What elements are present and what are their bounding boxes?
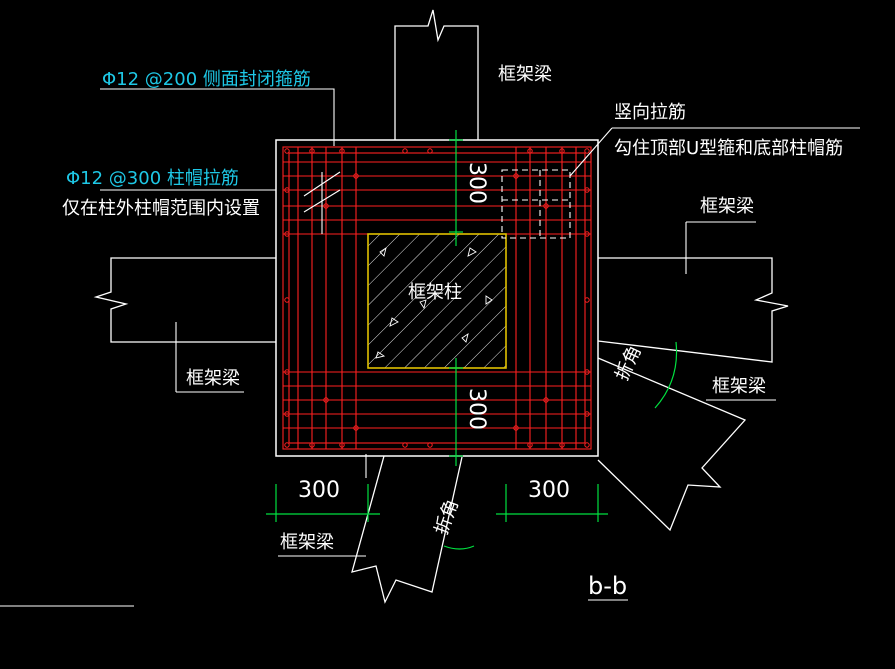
label-vertical-tie: 竖向拉筋: [614, 102, 686, 123]
label-dim-left: 300: [298, 478, 340, 503]
outer-stirrup: [282, 146, 592, 450]
leader-lines: [0, 88, 860, 607]
top-beam: [394, 9, 479, 140]
column-cap-outline: [275, 139, 599, 457]
label-vertical-tie-note: 勾住顶部U型箍和底部柱帽筋: [614, 138, 843, 159]
beam-lines: [93, 9, 789, 604]
label-dim-bottom-mid: 300: [464, 388, 489, 430]
vertical-tie-detail: [501, 169, 571, 239]
label-dim-right: 300: [528, 478, 570, 503]
dimension-lines: [266, 130, 678, 550]
fold-angle-arc-bottom: [443, 545, 475, 550]
label-beam-lower-right: 框架梁: [712, 376, 766, 397]
label-dim-top: 300: [464, 162, 489, 204]
label-cap-tie-note: 仅在柱外柱帽范围内设置: [62, 198, 260, 219]
label-column: 框架柱: [408, 282, 462, 303]
bottom-beam: [351, 455, 463, 604]
fold-angle-arc-right: [654, 341, 678, 409]
column-section: [367, 233, 507, 369]
right-beam: [597, 257, 789, 363]
concrete-aggregate-marks: [375, 246, 493, 359]
label-fold-angle-bottom: 折角: [431, 497, 463, 538]
rebar-dots: [284, 148, 590, 448]
label-beam-top: 框架梁: [498, 64, 552, 85]
label-beam-right: 框架梁: [700, 196, 754, 217]
label-section: b-b: [588, 572, 627, 600]
label-cap-tie: Φ12 @300 柱帽拉筋: [66, 168, 239, 189]
lower-right-beam: [597, 357, 747, 532]
label-beam-left: 框架梁: [186, 368, 240, 389]
left-beam: [93, 257, 276, 343]
label-beam-bottom-left: 框架梁: [280, 532, 334, 553]
label-fold-angle-right: 折角: [611, 343, 645, 385]
label-side-stirrup: Φ12 @200 侧面封闭箍筋: [102, 69, 311, 90]
